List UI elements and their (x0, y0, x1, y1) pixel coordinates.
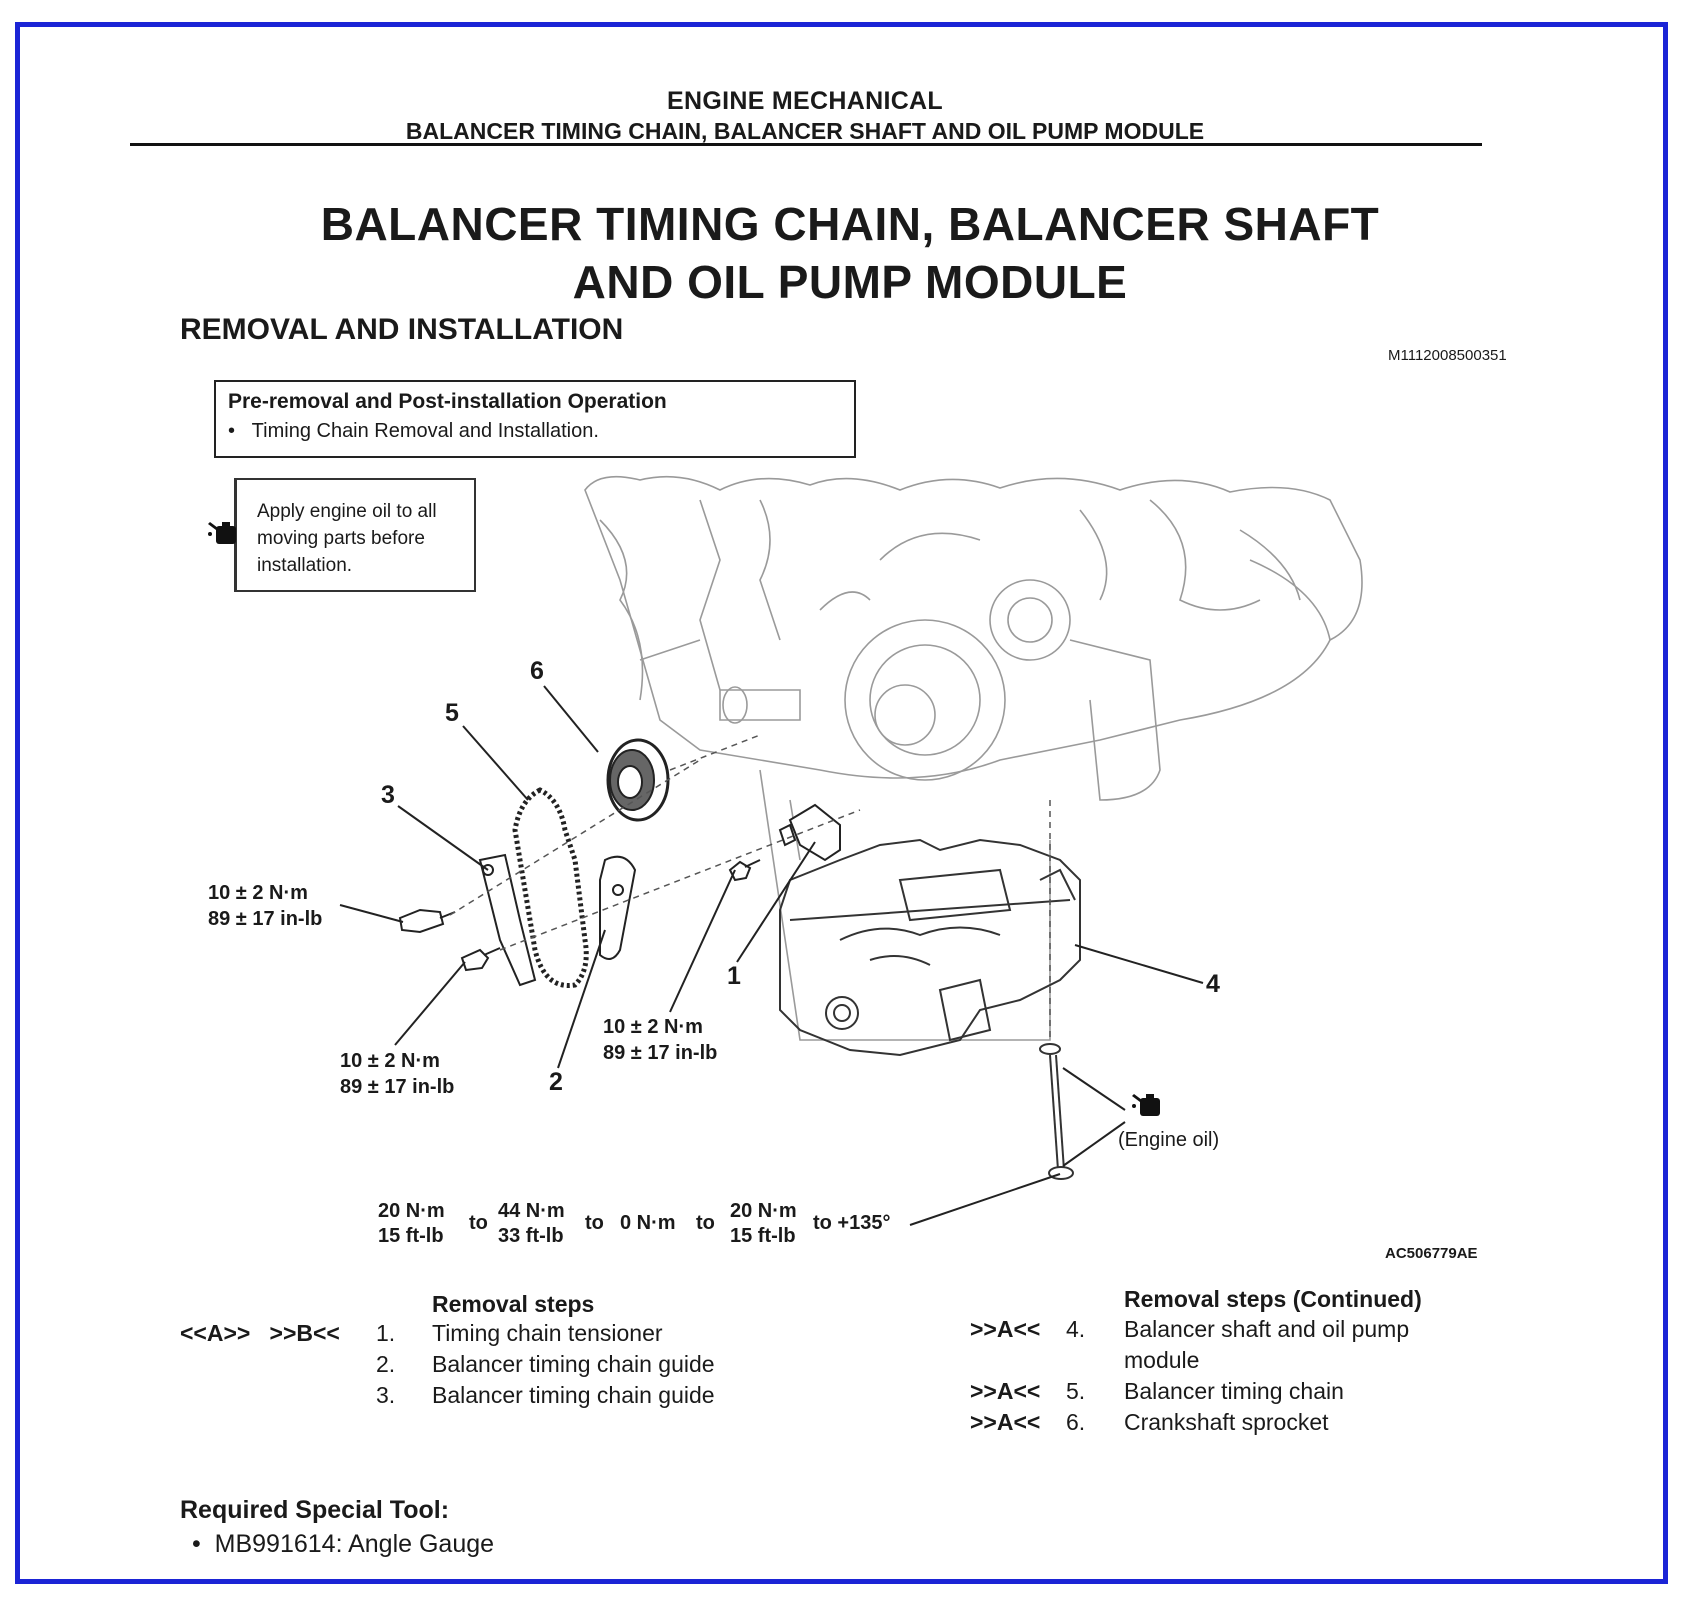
alignment-dashed-lines (449, 734, 1051, 1040)
step-label: Balancer timing chain guide (432, 1382, 715, 1408)
callout-1: 1 (727, 962, 741, 990)
step-label: Crankshaft sprocket (1124, 1409, 1329, 1435)
callout-3: 3 (381, 781, 395, 809)
callout-2: 2 (549, 1068, 563, 1096)
tighten-step-1: 20 N·m 15 ft-lb (378, 1199, 445, 1249)
torque-value-nm: 10 ± 2 N·m (603, 1016, 703, 1038)
tighten-step-5: to +135° (813, 1212, 891, 1234)
procedure-subtitle: REMOVAL AND INSTALLATION (180, 313, 624, 346)
page-title: BALANCER TIMING CHAIN, BALANCER SHAFT AN… (0, 195, 1687, 311)
step-number: 2. (376, 1351, 396, 1377)
callout-6: 6 (530, 657, 544, 685)
tighten-step-1-nm: 20 N·m (378, 1200, 445, 1222)
header-rule (130, 143, 1482, 146)
tighten-step-2-ftlb: 33 ft-lb (498, 1225, 564, 1247)
step-number: 6. (1066, 1409, 1086, 1435)
pre-removal-item: • Timing Chain Removal and Installation. (228, 420, 599, 442)
torque-upper-left: 10 ± 2 N·m 89 ± 17 in-lb (208, 880, 322, 932)
special-tool-heading: Required Special Tool: (180, 1496, 450, 1524)
torque-value-inlb: 89 ± 17 in-lb (340, 1076, 455, 1098)
step-label-continued: module (1124, 1347, 1200, 1373)
step-notes: >>A<< (970, 1409, 1041, 1435)
tighten-to-2: to (585, 1212, 604, 1234)
torque-value-nm: 10 ± 2 N·m (340, 1050, 440, 1072)
engine-oil-label: (Engine oil) (1118, 1129, 1220, 1151)
section-header: ENGINE MECHANICAL (667, 87, 943, 115)
tighten-step-4: 20 N·m 15 ft-lb (730, 1199, 797, 1249)
torque-value-nm: 10 ± 2 N·m (208, 882, 308, 904)
mounting-bolts (398, 859, 761, 972)
pre-removal-box: Pre-removal and Post-installation Operat… (214, 380, 856, 458)
list-item: >>A<< 5. Balancer timing chain (970, 1376, 1470, 1407)
tighten-step-3: 0 N·m (620, 1212, 676, 1234)
tighten-step-4-ftlb: 15 ft-lb (730, 1225, 796, 1247)
pre-removal-item-text: Timing Chain Removal and Installation. (251, 420, 599, 442)
removal-steps-continued-list: >>A<< 4. Balancer shaft and oil pump mod… (970, 1314, 1470, 1438)
step-notes: <<A>> >>B<< (180, 1320, 340, 1346)
torque-value-inlb: 89 ± 17 in-lb (208, 908, 323, 930)
engine-block-outline (584, 475, 1363, 1041)
chain-guide-left (478, 853, 537, 987)
callout-5: 5 (445, 699, 459, 727)
step-notes: >>A<< (970, 1378, 1041, 1404)
title-line-2: AND OIL PUMP MODULE (572, 256, 1128, 308)
step-number: 4. (1066, 1316, 1086, 1342)
crankshaft-sprocket (606, 738, 670, 822)
oil-can-icon (208, 522, 236, 544)
special-tool-item: • MB991614: Angle Gauge (192, 1530, 495, 1558)
step-label: Balancer shaft and oil pump (1124, 1316, 1410, 1342)
removal-steps-heading: Removal steps (432, 1291, 595, 1317)
removal-steps-continued-heading: Removal steps (Continued) (1124, 1286, 1422, 1312)
step-number: 3. (376, 1382, 396, 1408)
torque-value-inlb: 89 ± 17 in-lb (603, 1042, 718, 1064)
figure-id: AC506779AE (1385, 1245, 1478, 1262)
oil-pump-module (779, 838, 1081, 1057)
list-item: >>A<< 6. Crankshaft sprocket (970, 1407, 1470, 1438)
step-label: Balancer timing chain guide (432, 1351, 715, 1377)
torque-center: 10 ± 2 N·m 89 ± 17 in-lb (603, 1014, 717, 1066)
chain-tensioner (778, 803, 841, 862)
tighten-to-3: to (696, 1212, 715, 1234)
title-line-1: BALANCER TIMING CHAIN, BALANCER SHAFT (320, 198, 1380, 250)
tighten-step-1-ftlb: 15 ft-lb (378, 1225, 444, 1247)
balancer-timing-chain (512, 787, 589, 989)
callout-4: 4 (1206, 970, 1220, 998)
leader-lines (339, 685, 1204, 1226)
step-notes: >>A<< (970, 1316, 1041, 1342)
note-line-2: moving parts before (257, 528, 425, 549)
tighten-step-2-nm: 44 N·m (498, 1200, 565, 1222)
note-line-3: installation. (257, 555, 353, 576)
step-label: Balancer timing chain (1124, 1378, 1344, 1404)
tighten-to-1: to (469, 1212, 488, 1234)
chain-guide-right (599, 855, 637, 960)
page-frame (15, 22, 1668, 1584)
engine-oil-can-icon (1132, 1094, 1160, 1116)
document-id: M1112008500351 (1388, 347, 1507, 364)
list-item: >>A<< 4. Balancer shaft and oil pump mod… (970, 1314, 1470, 1376)
engine-oil-note-box: Apply engine oil to all moving parts bef… (234, 478, 476, 592)
note-line-1: Apply engine oil to all (257, 501, 437, 522)
step-label: Timing chain tensioner (432, 1320, 663, 1346)
oil-pump-bolt (1039, 1043, 1074, 1180)
pre-removal-title: Pre-removal and Post-installation Operat… (228, 390, 667, 413)
subsection-header: BALANCER TIMING CHAIN, BALANCER SHAFT AN… (405, 118, 1205, 144)
step-number: 5. (1066, 1378, 1086, 1404)
tighten-step-2: 44 N·m 33 ft-lb (498, 1199, 565, 1249)
torque-lower-left: 10 ± 2 N·m 89 ± 17 in-lb (340, 1048, 454, 1100)
step-number: 1. (376, 1320, 396, 1346)
special-tool-item-text: MB991614: Angle Gauge (214, 1530, 495, 1558)
tighten-step-4-nm: 20 N·m (730, 1200, 797, 1222)
